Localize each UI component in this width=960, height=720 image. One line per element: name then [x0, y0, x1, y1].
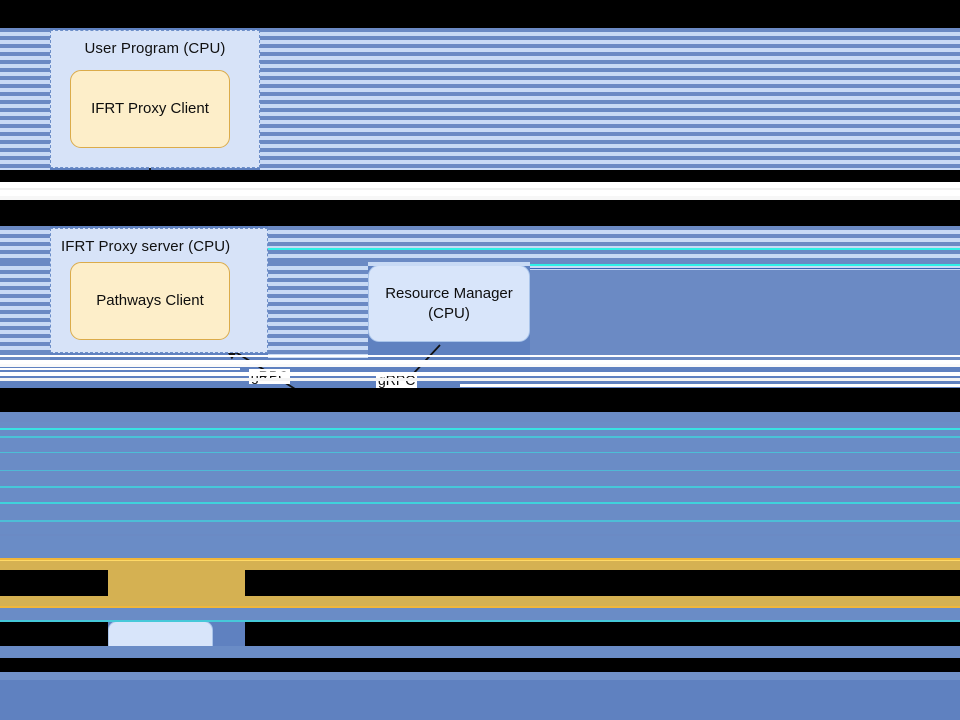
group-ifrt-proxy-server: IFRT Proxy server (CPU) Pathways Client [50, 228, 268, 353]
group-user-program-title: User Program (CPU) [84, 40, 226, 57]
node-resource-manager[interactable]: Resource Manager (CPU) [368, 265, 530, 342]
node-pathways-worker[interactable]: Pathways Worker(s) (Accelerator) [299, 437, 455, 521]
node-ifrt-proxy-client-label: IFRT Proxy Client [91, 100, 209, 118]
node-pathways-worker-label-line2: (Accelerator) [334, 480, 420, 497]
node-resource-manager-label-line2: (CPU) [428, 304, 470, 322]
edge-label-resourcemanager-worker: gRPC [376, 372, 418, 388]
group-user-program: User Program (CPU) IFRT Proxy Client [50, 30, 260, 168]
node-ifrt-proxy-client[interactable]: IFRT Proxy Client [70, 70, 230, 148]
legend-row-blue [108, 621, 247, 667]
node-pathways-client-label: Pathways Client [96, 292, 204, 310]
legend-swatch-yellow [108, 561, 213, 607]
node-pathways-worker-label-line1: Pathways Worker(s) [309, 460, 445, 478]
node-sidecar-server-label-line1: Sidecar Server (CPU [69, 458, 211, 476]
node-resource-manager-label-line1: Resource Manager [385, 285, 513, 303]
group-ifrt-proxy-server-title: IFRT Proxy server (CPU) [61, 238, 231, 255]
node-sidecar-server[interactable]: Sidecar Server (CPU colocated with TPU) [57, 433, 223, 521]
edge-label-pathwaysclient-resourcemanager: gRPC [279, 295, 321, 311]
edge-label-client-to-proxyserver: gRPC [128, 180, 170, 196]
node-sidecar-server-label-line2: colocated with TPU) [73, 478, 207, 495]
node-pathways-client[interactable]: Pathways Client [70, 262, 230, 340]
legend-row-yellow [108, 561, 247, 607]
legend-swatch-blue [108, 621, 213, 667]
edge-label-pathwaysclient-sidecar: gRPC [249, 368, 291, 384]
edge-label-sidecar-worker: gRPC [241, 472, 283, 488]
